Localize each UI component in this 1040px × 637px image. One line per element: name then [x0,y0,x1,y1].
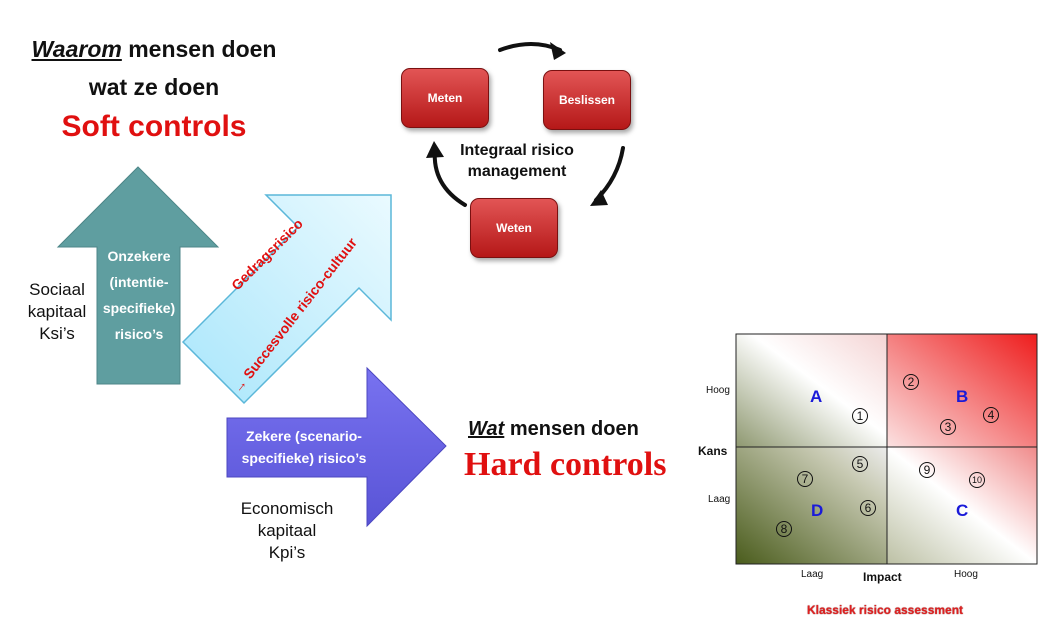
side-line: kapitaal [257,521,317,540]
side-line: Economisch [240,499,334,518]
cycle-center-line: Integraal risico [460,142,574,159]
waarom-heading: Waarom mensen doen [20,36,288,63]
up-arrow-line: specifieke) [102,300,176,316]
risk-marker: 5 [852,456,868,472]
beslissen-box: Beslissen [543,70,631,130]
risk-marker: 8 [776,521,792,537]
quadrant-d-label: D [811,501,824,520]
risk-marker: 6 [860,500,876,516]
cycle-arrowhead-1 [550,42,566,60]
soft-controls-label: Soft controls [61,110,247,143]
risk-marker: 1 [852,408,868,424]
sociaal-kapitaal-label: Sociaal kapitaal Ksi’s [22,279,92,345]
quadrant-a-area [736,334,887,447]
waarom-rest: mensen doen [121,36,277,62]
up-arrow-label: Onzekere (intentie- specifieke) risico’s [97,243,181,347]
meten-box: Meten [401,68,489,128]
integraal-risico-label: Integraal risico management [447,140,587,182]
quadrant-b-area [887,334,1037,447]
kans-hoog-label: Hoog [706,385,730,396]
risk-marker: 2 [903,374,919,390]
up-arrow-line: Onzekere [107,248,171,264]
hard-controls-label: Hard controls [464,446,667,483]
economisch-kapitaal-label: Economisch kapitaal Kpi’s [232,498,342,564]
right-arrow-shape [226,366,447,528]
waarom-emphasis: Waarom [31,36,122,62]
kans-laag-label: Laag [708,494,731,505]
right-arrow-label: Zekere (scenario- specifieke) risico’s [224,425,384,469]
up-arrow-shape [56,166,220,385]
quadrant-a-label: A [810,387,823,406]
side-line: kapitaal [27,302,87,321]
cycle-arrowhead-3 [426,141,444,158]
right-arrow-line: Zekere (scenario- [246,428,362,444]
quadrant-c-label: C [956,501,969,520]
quadrant-c-area [887,447,1037,564]
waarom-heading-line2: wat ze doen [88,74,220,100]
weten-box: Weten [470,198,558,258]
wat-heading: Wat mensen doen [468,418,639,441]
klassiek-risico-assessment-caption: Klassiek risico assessment [806,603,964,617]
risk-marker: 4 [983,407,999,423]
side-line: Kpi’s [268,543,306,562]
impact-laag-label: Laag [801,569,824,580]
risk-marker: 9 [919,462,935,478]
wat-emphasis: Wat [468,418,505,440]
quadrant-b-label: B [956,387,969,406]
side-line: Ksi’s [39,324,75,343]
cycle-center-line: management [467,163,567,180]
impact-hoog-label: Hoog [954,569,978,580]
cycle-arrowhead-2 [590,190,608,206]
diagonal-arrow-shape [181,194,392,405]
kans-axis-title: Kans [698,444,728,458]
risk-marker: 3 [940,419,956,435]
side-line: Sociaal [29,280,85,299]
risk-marker: 7 [797,471,813,487]
risk-marker: 10 [969,472,985,488]
impact-axis-title: Impact [863,570,902,584]
up-arrow-line: (intentie- [109,274,169,290]
right-arrow-line: specifieke) risico’s [241,450,367,466]
wat-rest: mensen doen [504,418,639,440]
up-arrow-line: risico’s [114,326,164,342]
